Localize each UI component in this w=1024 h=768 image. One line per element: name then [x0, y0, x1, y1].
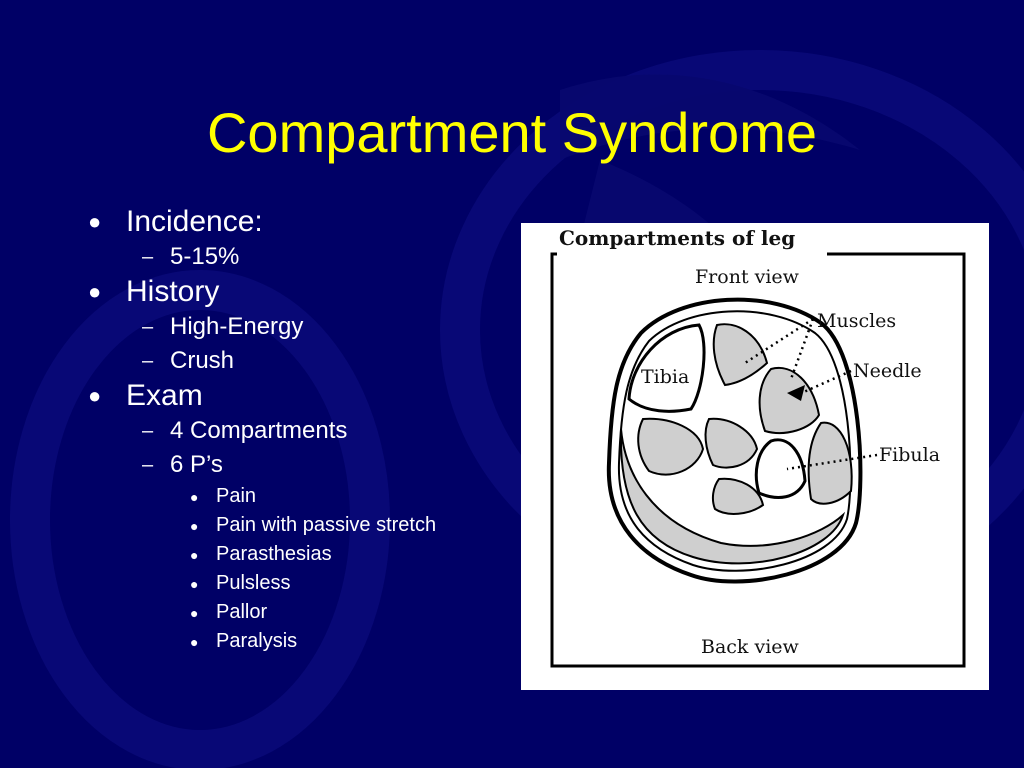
p-item-pain-passive-stretch: ● Pain with passive stretch — [88, 511, 518, 540]
leg-cross-section-diagram: Compartments of leg Front view Back view — [550, 223, 966, 668]
bullet-dot-icon: ● — [88, 279, 102, 304]
p-item-pain: ● Pain — [88, 482, 518, 511]
bullet-dot-icon: ● — [88, 383, 102, 408]
front-view-label: Front view — [695, 266, 800, 288]
bullet-list: ● Incidence: – 5-15% ● History – High-En… — [88, 204, 518, 656]
deep-posterior-muscle — [637, 417, 705, 476]
sub-bullet-compartments: – 4 Compartments — [88, 414, 518, 448]
bullet-text: Incidence: — [126, 205, 263, 238]
fibula-label: Fibula — [879, 444, 940, 466]
fibula-bone — [754, 438, 807, 499]
sub-bullet-high-energy: – High-Energy — [88, 310, 518, 344]
small-dot-icon: ● — [190, 517, 199, 534]
superficial-posterior-muscle — [619, 428, 846, 565]
bullet-history: ● History — [88, 274, 518, 310]
small-dot-icon: ● — [190, 575, 199, 592]
sub-bullet-incidence-value: – 5-15% — [88, 240, 518, 274]
sub-bullet-text: 6 P’s — [170, 451, 223, 478]
anterior-muscle — [712, 323, 769, 387]
dash-icon: – — [142, 349, 154, 372]
p-item-pallor: ● Pallor — [88, 598, 518, 627]
small-dot-icon: ● — [190, 633, 199, 650]
sub-bullet-text: High-Energy — [170, 313, 304, 340]
caption-backdrop — [557, 223, 827, 259]
bullet-exam: ● Exam — [88, 378, 518, 414]
small-dot-icon: ● — [190, 546, 199, 563]
small-dot-icon: ● — [190, 604, 199, 621]
lateral-muscle — [807, 421, 853, 505]
figure-caption: Compartments of leg — [559, 226, 795, 250]
p-item-parasthesias: ● Parasthesias — [88, 540, 518, 569]
muscles-label: Muscles — [817, 310, 896, 332]
sub-bullet-text: Crush — [170, 347, 235, 374]
p-item-text: Pain with passive stretch — [216, 514, 437, 536]
p-item-pulsless: ● Pulsless — [88, 569, 518, 598]
tibia-bone — [627, 323, 706, 413]
deep-posterior-muscle — [704, 417, 759, 469]
p-item-text: Pain — [216, 485, 257, 507]
p-item-text: Paralysis — [216, 630, 298, 652]
tibia-label: Tibia — [641, 366, 689, 388]
dash-icon: – — [142, 453, 154, 476]
bullet-incidence: ● Incidence: — [88, 204, 518, 240]
p-item-paralysis: ● Paralysis — [88, 627, 518, 656]
p-item-text: Pallor — [216, 601, 268, 623]
sub-bullet-text: 5-15% — [170, 243, 240, 270]
bullet-text: Exam — [126, 379, 203, 412]
small-dot-icon: ● — [190, 488, 199, 505]
deep-posterior-muscle — [711, 477, 765, 515]
needle-label: Needle — [853, 360, 922, 382]
sub-bullet-text: 4 Compartments — [170, 417, 348, 444]
dash-icon: – — [142, 245, 154, 268]
bullet-text: History — [126, 275, 220, 308]
bullet-dot-icon: ● — [88, 209, 102, 234]
sub-bullet-crush: – Crush — [88, 344, 518, 378]
sub-bullet-six-ps: – 6 P’s — [88, 448, 518, 482]
needle-tip-icon — [787, 385, 805, 401]
anterior-muscle — [758, 366, 821, 435]
p-item-text: Parasthesias — [216, 543, 332, 565]
dash-icon: – — [142, 419, 154, 442]
back-view-label: Back view — [701, 636, 800, 658]
slide-title: Compartment Syndrome — [206, 101, 817, 164]
leader-lines — [744, 317, 878, 471]
leg-compartments-figure: Compartments of leg Front view Back view — [521, 223, 989, 690]
dash-icon: – — [142, 315, 154, 338]
p-item-text: Pulsless — [216, 572, 291, 594]
